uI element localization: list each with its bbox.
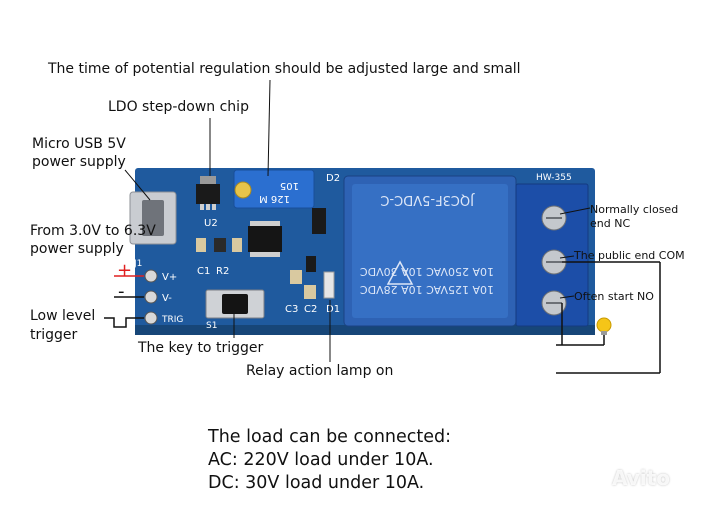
relay-warning-triangle [386, 260, 414, 285]
relay-rating1: 10A 250VAC 10A 30VDC [360, 265, 494, 278]
label-micro-usb-2: power supply [32, 154, 126, 170]
label-from-voltage: From 3.0V to 6.3V [30, 223, 156, 239]
ldo-chip-u2 [196, 184, 220, 204]
label-from-voltage-2: power supply [30, 241, 124, 257]
label-nc: Normally closed [590, 203, 679, 216]
u2-pin [200, 204, 204, 210]
load-info-line3: DC: 30V load under 10A. [208, 473, 425, 493]
label-time-regulation: The time of potential regulation should … [48, 61, 521, 77]
timer-ic [248, 226, 282, 252]
label-relay-lamp: Relay action lamp on [246, 363, 394, 379]
lamp-icon [596, 317, 612, 335]
label-micro-usb: Micro USB 5V [32, 136, 126, 152]
watermark: Avito [612, 466, 670, 490]
ic-pins-bottom [250, 252, 280, 257]
pot-label2: 126 M [259, 193, 290, 204]
r2-label: R2 [216, 266, 229, 277]
led-d1 [323, 271, 335, 299]
potentiometer [233, 169, 315, 209]
d2-label: D2 [326, 173, 340, 184]
smd-part [304, 285, 316, 299]
load-info-line1: The load can be connected: [208, 427, 452, 447]
pointer-time [267, 79, 271, 177]
pin-vplus [144, 269, 158, 283]
smd-part [312, 208, 326, 234]
smd-part [290, 270, 302, 284]
ldo-chip-tab [200, 176, 216, 184]
c1-label: C1 [197, 266, 210, 277]
relay-rating2: 10A 125VAC 10A 28VDC [360, 283, 494, 296]
ic-pins-top [250, 221, 280, 226]
micro-usb-port [142, 200, 164, 236]
pointer-com [559, 255, 575, 259]
label-low-level: Low level [30, 308, 96, 324]
pointer-no [559, 295, 575, 299]
u2-pin [206, 204, 210, 210]
smd-part [306, 256, 316, 272]
u2-pin [212, 204, 216, 210]
vplus-label: V+ [162, 272, 177, 283]
pot-label: 105 [280, 180, 299, 191]
relay-model: JQC3F-5VDC-C [380, 192, 475, 207]
plus-sign: + [117, 260, 132, 281]
label-ldo-chip: LDO step-down chip [108, 99, 249, 115]
label-key-to-trigger: The key to trigger [138, 340, 264, 356]
c3-label: C3 [285, 304, 298, 315]
j1-label: J1 [133, 259, 142, 269]
c2-label: C2 [304, 304, 317, 315]
pin-trig [144, 311, 158, 325]
load-info-line2: AC: 220V load under 10A. [208, 450, 434, 470]
smd-part [196, 238, 206, 252]
pin-vminus [144, 290, 158, 304]
pointer-nc [559, 207, 591, 215]
potentiometer-screw [234, 181, 252, 199]
pcb-shadow [135, 325, 595, 335]
d1-label: D1 [326, 304, 340, 315]
smd-part [214, 238, 226, 252]
label-nc-2: end NC [590, 217, 631, 230]
vminus-label: V- [162, 293, 172, 304]
trig-label: TRIG [161, 315, 183, 325]
u2-label: U2 [204, 218, 218, 229]
label-low-level-2: trigger [30, 327, 78, 343]
push-button-cap [222, 294, 248, 314]
trigger-pulse [104, 317, 144, 328]
s1-label: S1 [206, 321, 217, 331]
label-com: The public end COM [574, 249, 685, 262]
board-model: HW-355 [536, 173, 572, 183]
minus-sign: - [118, 281, 125, 302]
label-no: Often start NO [574, 290, 654, 303]
smd-part [232, 238, 242, 252]
pointer-usb [124, 169, 151, 201]
